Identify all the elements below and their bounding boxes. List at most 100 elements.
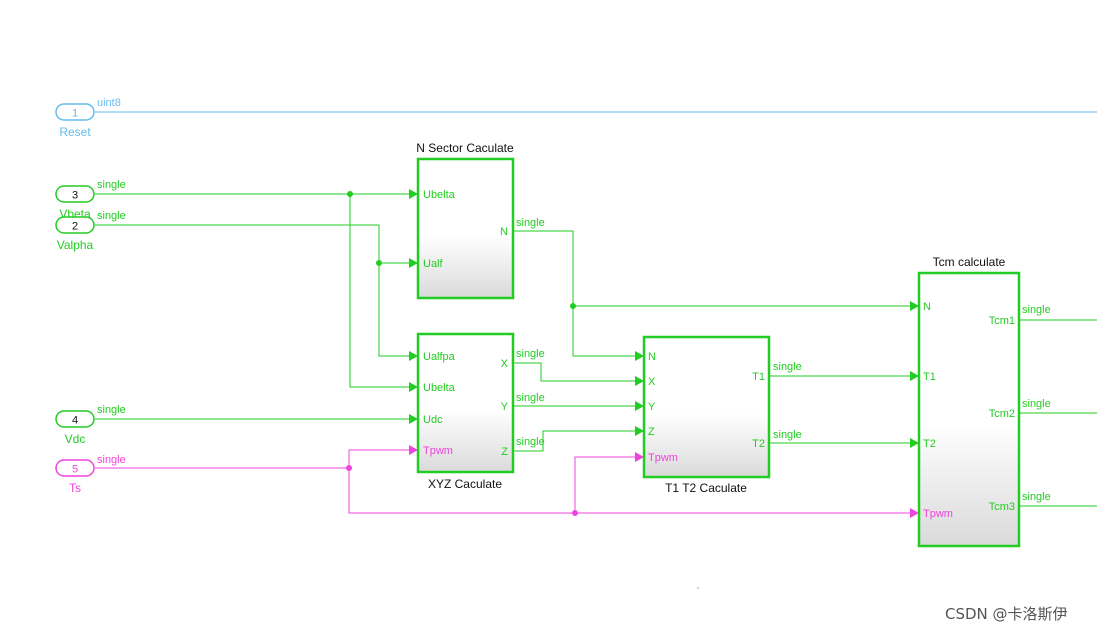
branch-dot (376, 260, 382, 266)
z-signal-line[interactable] (513, 430, 636, 452)
port-label-n: N (648, 351, 656, 363)
port-label-tpwm: Tpwm (648, 452, 678, 464)
port-label-y: Y (501, 401, 509, 413)
port-label-z: Z (648, 426, 655, 438)
valpha-signal-line[interactable] (95, 224, 410, 264)
inport-name: Reset (59, 125, 91, 139)
port-label-ubelta: Ubelta (423, 189, 456, 201)
inport-oval[interactable] (55, 185, 95, 203)
arrowhead (409, 189, 418, 199)
signal-type-label: single (773, 429, 802, 441)
block-body[interactable] (642, 335, 771, 479)
inport-oval[interactable] (55, 459, 95, 477)
block-n-sector-caculate[interactable]: N Sector Caculate Ubelta Ualf N (416, 141, 515, 300)
branch-dot (347, 191, 353, 197)
arrowhead (910, 438, 919, 448)
inport-ts[interactable]: 5 Ts single (55, 454, 126, 495)
block-body[interactable] (416, 157, 515, 300)
inport-number: 2 (72, 221, 78, 233)
port-arrowheads (409, 189, 919, 518)
inport-name: Ts (69, 481, 81, 495)
ts-branch-bottom-line[interactable] (348, 468, 910, 514)
ts-branch-t1t2-line[interactable] (574, 456, 636, 513)
inport-number: 4 (72, 415, 78, 427)
arrowhead (635, 426, 644, 436)
port-label-x: X (648, 376, 656, 388)
port-label-x: X (501, 358, 509, 370)
port-label-tcm3: Tcm3 (989, 501, 1015, 513)
inport-number: 3 (72, 190, 78, 202)
port-label-tcm1: Tcm1 (989, 315, 1015, 327)
arrowhead (910, 301, 919, 311)
arrowhead (635, 351, 644, 361)
inport-oval[interactable] (55, 216, 95, 234)
signal-type-label: single (516, 436, 545, 448)
inport-name: Vdc (65, 432, 86, 446)
arrowhead (409, 414, 418, 424)
port-label-n: N (500, 226, 508, 238)
branch-dot (570, 303, 576, 309)
inport-number: 5 (72, 464, 78, 476)
block-title: XYZ Caculate (428, 477, 502, 491)
port-label-tpwm: Tpwm (423, 445, 453, 457)
port-label-t2: T2 (923, 438, 936, 450)
x-signal-line[interactable] (513, 362, 636, 382)
port-label-t1: T1 (923, 371, 936, 383)
canvas-speck (697, 587, 699, 589)
arrowhead (409, 445, 418, 455)
signal-type-label: single (97, 179, 126, 191)
vbeta-branch-line[interactable] (349, 194, 410, 388)
inport-oval[interactable] (55, 410, 95, 428)
port-label-t2: T2 (752, 438, 765, 450)
block-body[interactable] (416, 332, 515, 474)
inport-reset[interactable]: 1 Reset uint8 (55, 97, 121, 139)
signal-type-label: single (97, 210, 126, 222)
signal-type-label: single (97, 454, 126, 466)
arrowhead (409, 382, 418, 392)
arrowhead (910, 508, 919, 518)
n-signal-line[interactable] (513, 230, 636, 357)
signal-type-label: single (516, 217, 545, 229)
port-label-udc: Udc (423, 414, 443, 426)
signal-type-label: single (1022, 491, 1051, 503)
block-title: N Sector Caculate (416, 141, 514, 155)
inport-valpha[interactable]: 2 Valpha single (55, 210, 126, 252)
valpha-branch-line[interactable] (378, 263, 410, 357)
signal-type-label: single (773, 361, 802, 373)
port-label-ualfpa: Ualfpa (423, 351, 456, 363)
port-label-tpwm: Tpwm (923, 508, 953, 520)
inport-vbeta[interactable]: 3 Vbeta single (55, 179, 126, 221)
arrowhead (910, 371, 919, 381)
signal-type-label: single (97, 404, 126, 416)
block-xyz-caculate[interactable]: XYZ Caculate Ualfpa Ubelta Udc Tpwm X Y … (416, 332, 515, 491)
signal-type-label: single (1022, 304, 1051, 316)
port-label-ubelta: Ubelta (423, 382, 456, 394)
branch-points (346, 191, 578, 516)
arrowhead (409, 258, 418, 268)
arrowhead (635, 452, 644, 462)
inport-oval[interactable] (55, 103, 95, 121)
block-title: Tcm calculate (933, 255, 1006, 269)
signal-type-label: single (1022, 398, 1051, 410)
block-tcm-calculate[interactable]: Tcm calculate N T1 T2 Tpwm Tcm1 Tcm2 Tcm… (917, 255, 1021, 548)
branch-dot (346, 465, 352, 471)
signal-type-label: single (516, 392, 545, 404)
signal-lines (95, 111, 1097, 514)
csdn-watermark: CSDN @卡洛斯伊 (945, 605, 1068, 623)
block-body[interactable] (917, 271, 1021, 548)
arrowhead (635, 401, 644, 411)
signal-type-labels: single single single single single singl… (516, 217, 1051, 503)
port-label-t1: T1 (752, 371, 765, 383)
branch-dot (572, 510, 578, 516)
port-label-ualf: Ualf (423, 258, 444, 270)
block-title: T1 T2 Caculate (665, 481, 747, 495)
block-t1-t2-caculate[interactable]: T1 T2 Caculate N X Y Z Tpwm T1 T2 (642, 335, 771, 495)
port-label-tcm2: Tcm2 (989, 408, 1015, 420)
signal-type-label: uint8 (97, 97, 121, 109)
ts-branch-xyz-line[interactable] (348, 449, 410, 468)
arrowhead (409, 351, 418, 361)
port-label-z: Z (501, 446, 508, 458)
inport-name: Valpha (57, 238, 94, 252)
inport-vdc[interactable]: 4 Vdc single (55, 404, 126, 446)
